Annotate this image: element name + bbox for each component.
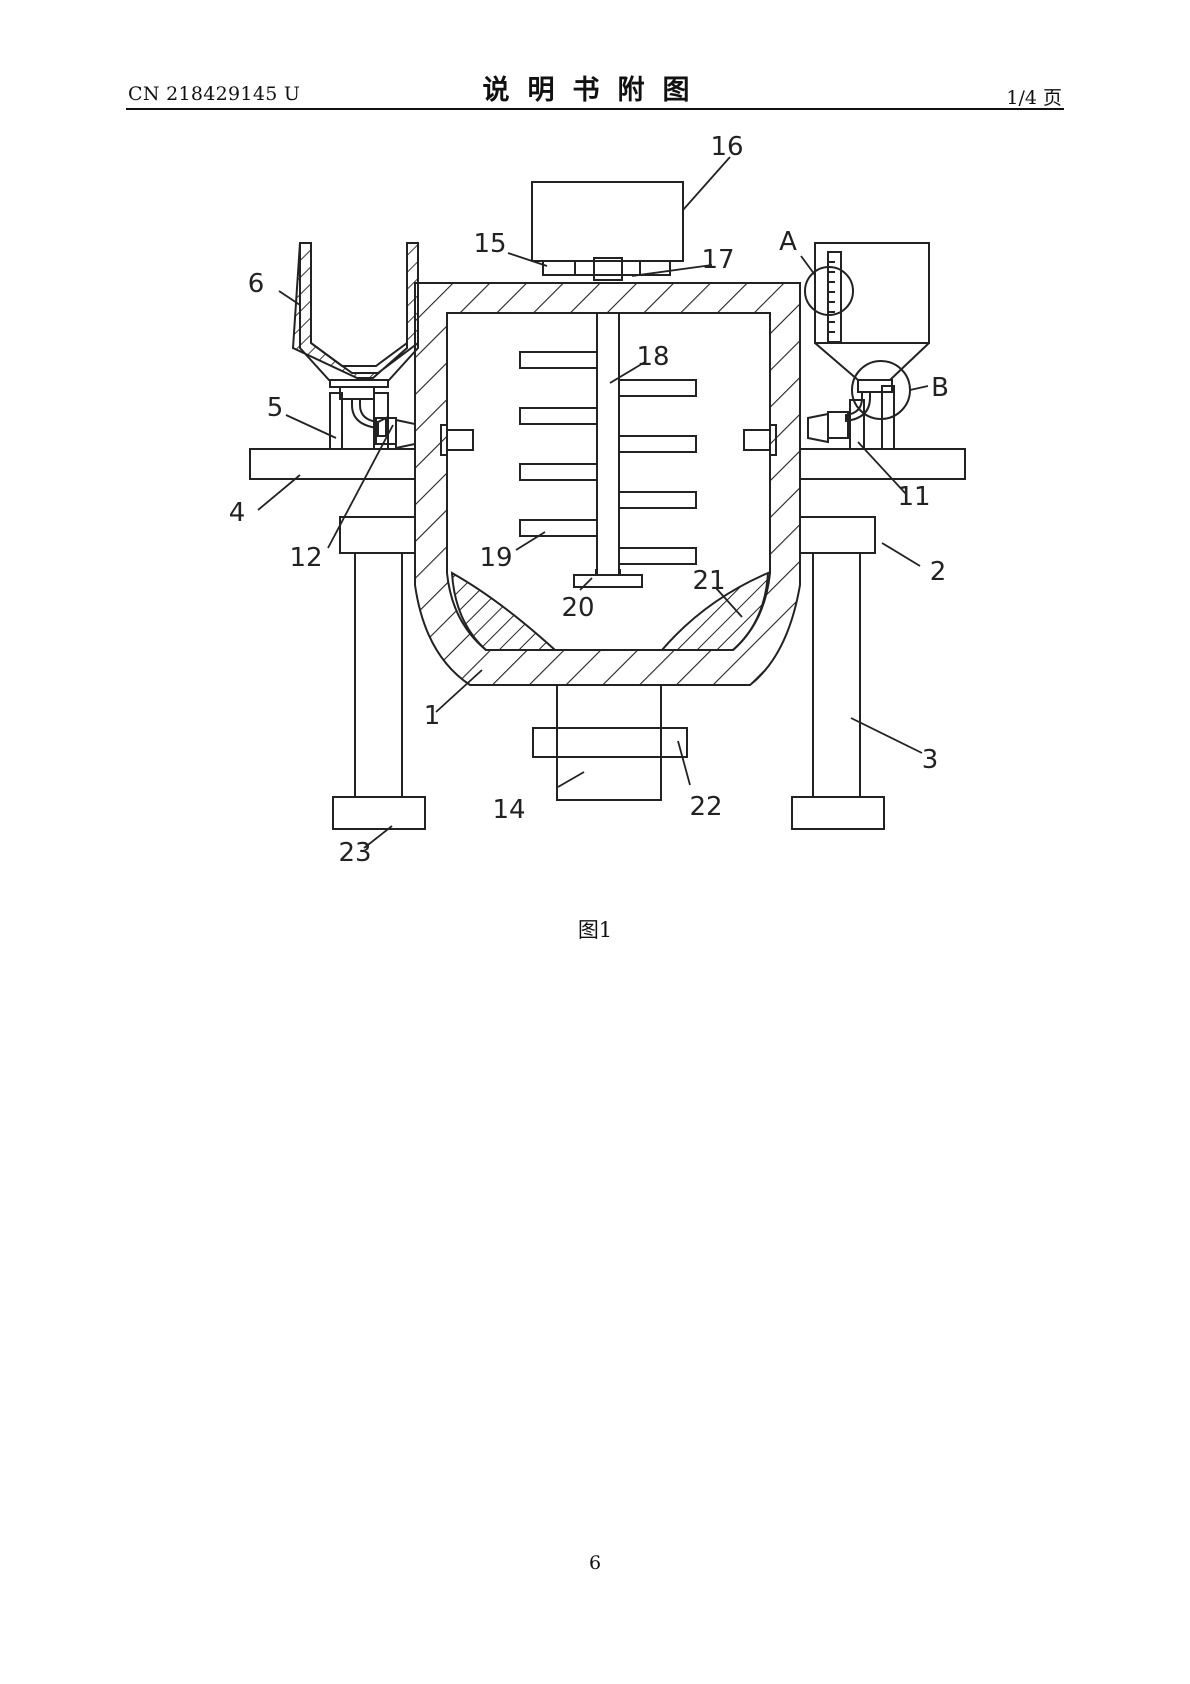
label-15: 15 bbox=[473, 229, 506, 259]
header-rule bbox=[126, 108, 1064, 110]
label-21: 21 bbox=[692, 566, 725, 596]
reference-numerals: 16 15 17 6 5 4 12 18 19 20 21 1 22 14 23… bbox=[229, 132, 949, 868]
blade bbox=[519, 463, 598, 481]
platform-right bbox=[799, 448, 966, 480]
label-2: 2 bbox=[930, 557, 947, 587]
figure-caption: 图1 bbox=[577, 918, 613, 942]
page-title: 说明书附图 bbox=[482, 75, 708, 106]
label-23: 23 bbox=[338, 838, 371, 868]
blade bbox=[618, 547, 697, 565]
motor-body bbox=[531, 181, 684, 262]
inlet-nozzle bbox=[446, 429, 474, 451]
label-6: 6 bbox=[248, 269, 265, 299]
detail-circle-a bbox=[804, 266, 854, 316]
support-leg bbox=[812, 552, 861, 798]
label-3: 3 bbox=[922, 745, 939, 775]
label-16: 16 bbox=[710, 132, 743, 162]
label-5: 5 bbox=[267, 393, 284, 423]
bottom-scraper bbox=[573, 574, 643, 588]
label-11: 11 bbox=[897, 482, 930, 512]
agitator-shaft bbox=[596, 312, 620, 576]
label-b: B bbox=[931, 373, 949, 403]
blade bbox=[618, 379, 697, 397]
inlet-nozzle bbox=[743, 429, 771, 451]
inner-liner bbox=[450, 571, 558, 651]
discharge-flange bbox=[532, 727, 688, 758]
coupling bbox=[593, 257, 623, 281]
foot-pad bbox=[332, 796, 426, 830]
label-18: 18 bbox=[636, 342, 669, 372]
label-17: 17 bbox=[701, 245, 734, 275]
leader-lines bbox=[257, 156, 929, 849]
blade bbox=[618, 435, 697, 453]
label-a: A bbox=[779, 227, 797, 257]
label-22: 22 bbox=[689, 792, 722, 822]
support-bracket bbox=[799, 516, 876, 554]
label-4: 4 bbox=[229, 498, 246, 528]
hopper-right bbox=[814, 242, 930, 344]
label-19: 19 bbox=[479, 543, 512, 573]
motor-mount bbox=[542, 260, 671, 276]
label-12: 12 bbox=[289, 543, 322, 573]
page-number: 6 bbox=[588, 1552, 602, 1574]
label-1: 1 bbox=[424, 701, 441, 731]
blade bbox=[519, 407, 598, 425]
foot-pad bbox=[791, 796, 885, 830]
label-20: 20 bbox=[561, 593, 594, 623]
level-gauge bbox=[827, 251, 842, 343]
support-bracket bbox=[339, 516, 416, 554]
label-14: 14 bbox=[492, 795, 525, 825]
platform-left bbox=[249, 448, 416, 480]
blade bbox=[618, 491, 697, 509]
patent-figure-1: 16 15 17 6 5 4 12 18 19 20 21 1 22 14 23… bbox=[229, 132, 966, 868]
support-leg bbox=[354, 552, 403, 798]
publication-number: CN 218429145 U bbox=[128, 83, 301, 105]
blade bbox=[519, 519, 598, 537]
blade bbox=[519, 351, 598, 369]
discharge-pipe bbox=[556, 684, 662, 801]
page-of: 1/4 页 bbox=[1006, 87, 1062, 109]
